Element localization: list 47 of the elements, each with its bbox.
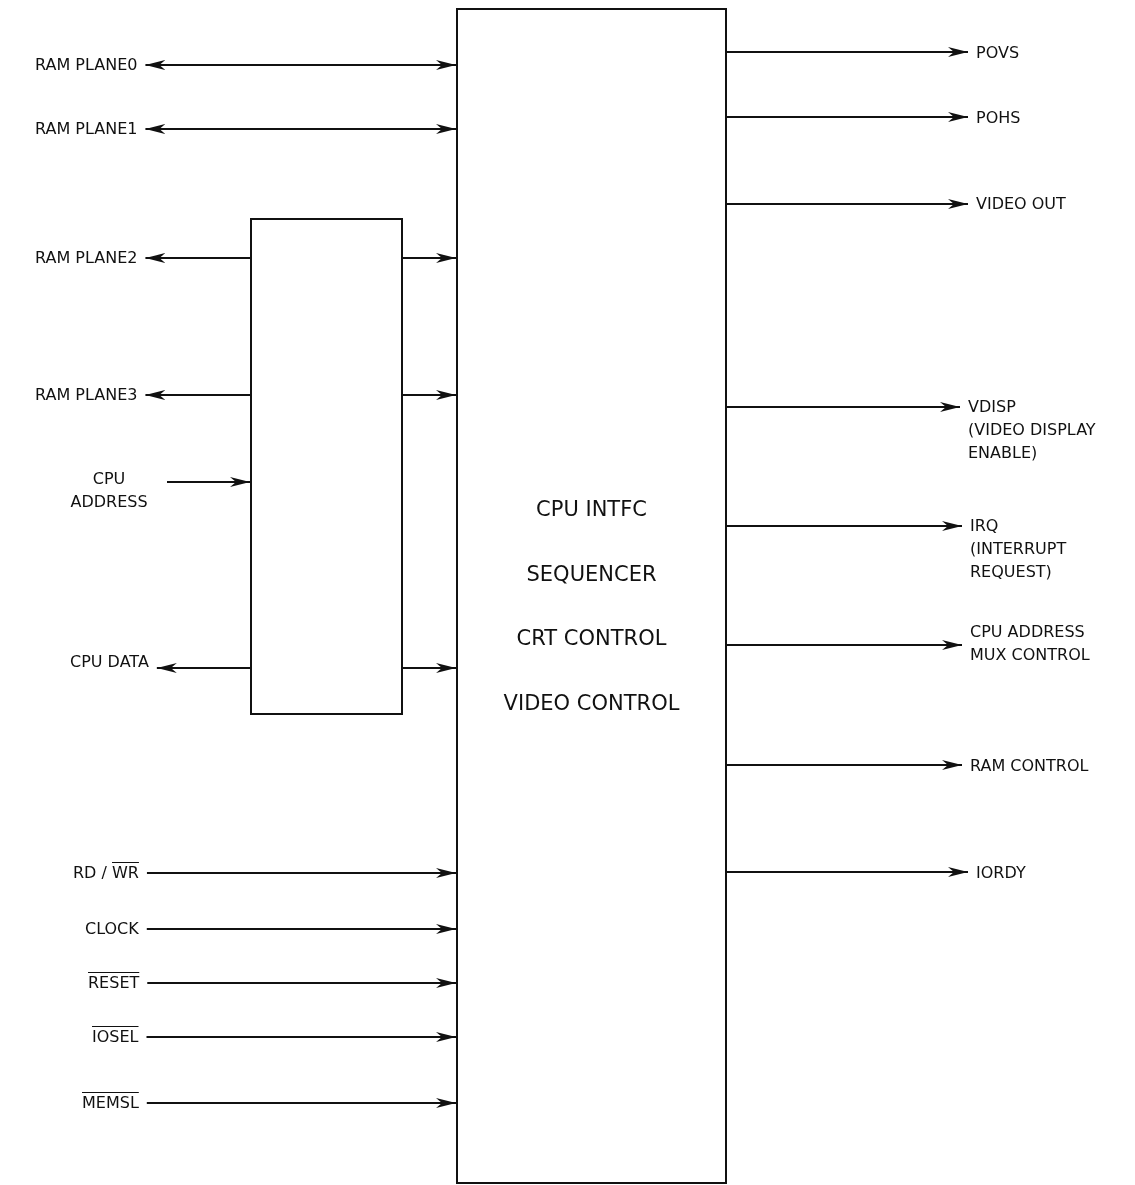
arrow bbox=[726, 47, 969, 57]
signal-label: VDISP (VIDEO DISPLAY ENABLE) bbox=[960, 395, 1135, 465]
arrow bbox=[726, 521, 963, 531]
signal-label: RESET bbox=[80, 971, 148, 995]
signal-label: CPU ADDRESS MUX CONTROL bbox=[962, 620, 1108, 667]
signal-label: MEMSL bbox=[74, 1091, 147, 1115]
arrow bbox=[402, 253, 457, 263]
signal-label: IOSEL bbox=[84, 1025, 147, 1049]
arrow bbox=[726, 112, 969, 122]
signal-label: IRQ (INTERRUPT REQUEST) bbox=[962, 514, 1108, 584]
signal-label: IORDY bbox=[968, 861, 1034, 885]
arrow bbox=[145, 924, 457, 934]
signal-label: RAM PLANE3 bbox=[27, 383, 146, 407]
arrow bbox=[726, 867, 969, 877]
signal-label: POHS bbox=[968, 106, 1029, 130]
signal-label: RAM PLANE1 bbox=[27, 117, 146, 141]
arrow bbox=[402, 663, 457, 673]
function-label: CPU INTFC bbox=[535, 497, 648, 521]
arrow bbox=[166, 477, 251, 487]
arrow bbox=[402, 390, 457, 400]
function-label: SEQUENCER bbox=[525, 562, 658, 586]
signal-label: RAM CONTROL bbox=[962, 754, 1097, 778]
arrow bbox=[726, 760, 963, 770]
chip-block bbox=[250, 218, 403, 715]
signal-label: RAM PLANE2 bbox=[27, 246, 146, 270]
arrow bbox=[155, 663, 251, 673]
signal-label: CPU ADDRESS bbox=[51, 467, 167, 514]
arrow bbox=[146, 978, 457, 988]
arrow bbox=[144, 60, 457, 70]
arrow bbox=[726, 402, 961, 412]
signal-label: POVS bbox=[968, 41, 1028, 65]
signal-label: CLOCK bbox=[77, 917, 147, 941]
signal-label: VIDEO OUT bbox=[968, 192, 1074, 216]
arrow bbox=[145, 868, 457, 878]
arrow bbox=[144, 124, 457, 134]
arrow bbox=[144, 390, 251, 400]
signal-label: RD / WR bbox=[65, 861, 147, 885]
function-label: VIDEO CONTROL bbox=[502, 691, 681, 715]
arrow bbox=[726, 640, 963, 650]
chip-block bbox=[456, 8, 727, 1184]
function-label: CRT CONTROL bbox=[515, 626, 668, 650]
arrow bbox=[145, 1032, 457, 1042]
signal-label: RAM PLANE0 bbox=[27, 53, 146, 77]
arrow bbox=[144, 253, 251, 263]
signal-label: CPU DATA bbox=[62, 650, 157, 674]
arrow bbox=[726, 199, 969, 209]
arrow bbox=[145, 1098, 457, 1108]
